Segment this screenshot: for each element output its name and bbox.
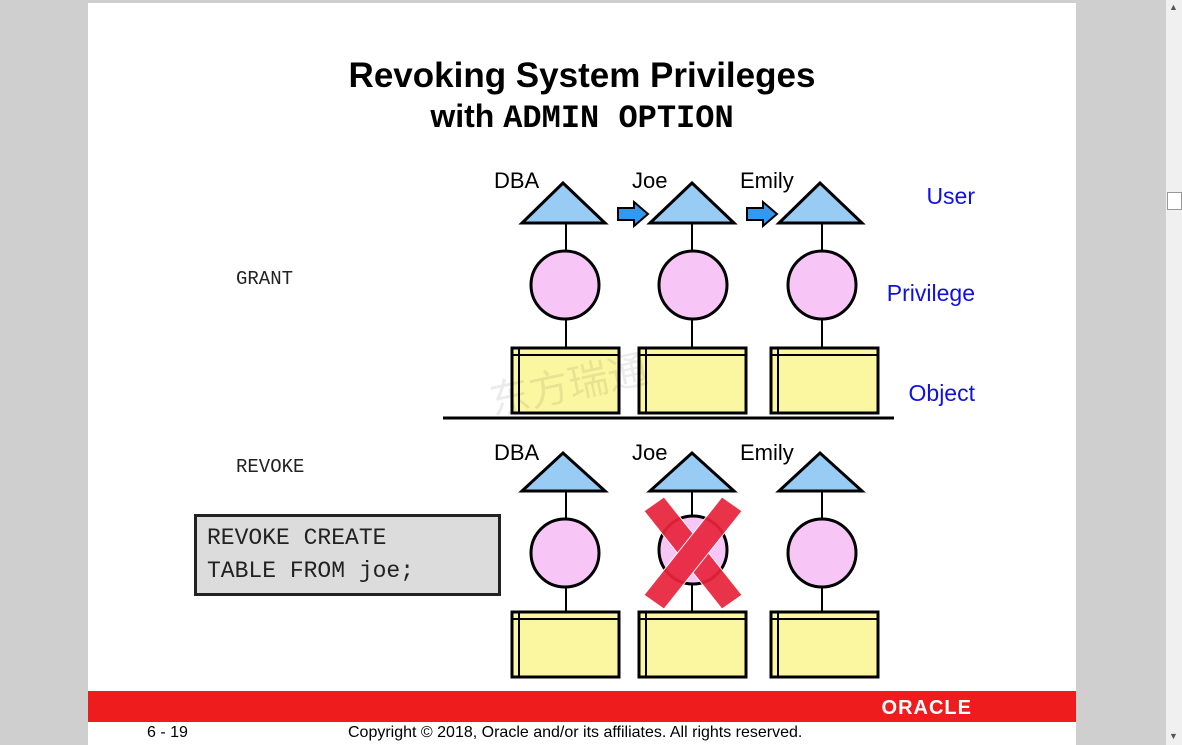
object-box-joe-bottom — [637, 610, 748, 679]
object-box-joe — [637, 346, 748, 415]
object-box-emily — [769, 346, 880, 415]
command-box: REVOKE CREATE TABLE FROM joe; — [194, 514, 501, 596]
copyright-text: Copyright © 2018, Oracle and/or its affi… — [348, 724, 803, 741]
revoke-cross-icon — [643, 496, 743, 610]
user-triangle-joe — [646, 180, 738, 225]
grant-row — [510, 180, 880, 415]
revoke-row — [510, 450, 880, 679]
user-triangle-joe-bottom — [646, 450, 738, 493]
subtitle-prefix: with — [430, 98, 504, 134]
privilege-circle-dba — [529, 249, 601, 321]
legend-privilege: Privilege — [886, 280, 975, 306]
user-label-joe-bottom: Joe — [632, 440, 668, 465]
user-label-emily-top: Emily — [740, 168, 794, 193]
scrollbar-thumb[interactable] — [1167, 192, 1182, 210]
legend-object: Object — [908, 380, 975, 406]
page-number: 6 - 19 — [147, 724, 188, 741]
privilege-circle-dba-bottom — [529, 517, 601, 589]
user-label-joe-top: Joe — [632, 168, 668, 193]
vertical-scrollbar[interactable]: ▲ ▼ — [1165, 0, 1182, 745]
user-label-emily-bottom: Emily — [740, 440, 794, 465]
user-label-dba-top: DBA — [494, 168, 540, 193]
slide-subtitle: with ADMIN OPTION — [88, 98, 1076, 137]
user-triangle-dba-bottom — [518, 450, 609, 493]
privilege-circle-joe — [657, 249, 729, 321]
legend-user: User — [926, 183, 975, 209]
user-triangle-emily-bottom — [775, 450, 866, 493]
scroll-up-icon[interactable]: ▲ — [1169, 2, 1178, 12]
grant-arrow-1 — [617, 199, 650, 229]
user-label-dba-bottom: DBA — [494, 440, 540, 465]
footer-banner — [88, 691, 1076, 722]
object-box-emily-bottom — [769, 610, 880, 679]
scroll-down-icon[interactable]: ▼ — [1169, 731, 1178, 741]
slide: Revoking System Privileges with ADMIN OP… — [88, 3, 1076, 745]
grant-label: GRANT — [236, 268, 294, 290]
slide-title: Revoking System Privileges — [348, 56, 816, 95]
revoke-label: REVOKE — [236, 456, 305, 478]
command-text: REVOKE CREATE TABLE FROM joe; — [207, 525, 415, 584]
privilege-circle-emily — [786, 249, 858, 321]
grant-arrow-2 — [746, 199, 779, 229]
privilege-diagram — [443, 180, 894, 679]
object-box-dba — [510, 346, 621, 415]
user-triangle-emily — [775, 180, 866, 225]
user-triangle-dba — [518, 180, 609, 225]
privilege-circle-emily-bottom — [786, 517, 858, 589]
subtitle-code: ADMIN OPTION — [503, 100, 734, 137]
object-box-dba-bottom — [510, 610, 621, 679]
oracle-logo: ORACLE — [881, 697, 972, 719]
